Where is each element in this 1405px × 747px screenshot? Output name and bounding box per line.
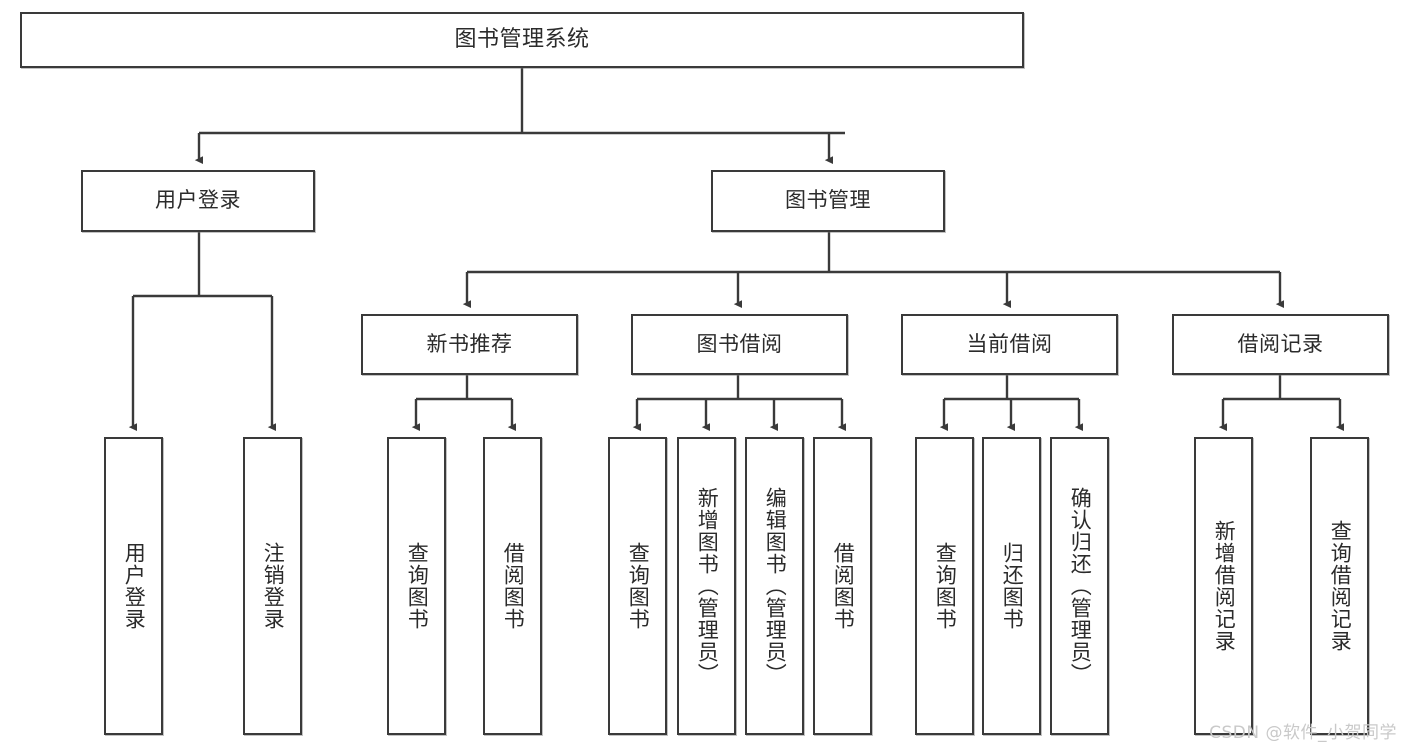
node-leaf-currentborrow-return-book[interactable]: 归还图书	[982, 437, 1041, 735]
node-leaf-newbook-borrow-book[interactable]: 借阅图书	[483, 437, 542, 735]
csdn-watermark: CSDN @软件_小贺同学	[1209, 723, 1397, 743]
node-leaf-borrowrecord-search-record[interactable]: 查询借阅记录	[1310, 437, 1369, 735]
node-leaf-user-login[interactable]: 用户登录	[104, 437, 163, 735]
node-label: 注销登录	[261, 542, 286, 630]
node-current-borrow[interactable]: 当前借阅	[901, 314, 1118, 375]
node-root-book-management-system[interactable]: 图书管理系统	[20, 12, 1024, 68]
node-label: 查询借阅记录	[1328, 520, 1353, 652]
node-new-book-recommend[interactable]: 新书推荐	[361, 314, 578, 375]
node-label: 新书推荐	[426, 331, 513, 356]
node-label: 借阅图书	[831, 542, 856, 630]
node-label: 新增借阅记录	[1212, 520, 1237, 652]
node-leaf-bookborrow-edit-book-admin[interactable]: 编辑图书（管理员）	[745, 437, 804, 735]
node-label: 确认归还（管理员）	[1068, 487, 1093, 685]
node-leaf-borrowrecord-add-record[interactable]: 新增借阅记录	[1194, 437, 1253, 735]
node-label: 借阅记录	[1237, 331, 1324, 356]
node-label: 图书管理	[785, 188, 871, 213]
node-book-borrow[interactable]: 图书借阅	[631, 314, 848, 375]
node-label: 图书管理系统	[454, 26, 590, 52]
node-leaf-logout[interactable]: 注销登录	[243, 437, 302, 735]
node-leaf-currentborrow-search-book[interactable]: 查询图书	[915, 437, 974, 735]
node-user-login[interactable]: 用户登录	[81, 170, 315, 232]
node-label: 用户登录	[155, 188, 241, 213]
node-label: 归还图书	[1000, 542, 1025, 630]
node-label: 编辑图书（管理员）	[763, 487, 788, 685]
node-leaf-bookborrow-borrow-book[interactable]: 借阅图书	[813, 437, 872, 735]
node-label: 当前借阅	[966, 331, 1053, 356]
node-label: 查询图书	[933, 542, 958, 630]
node-leaf-bookborrow-search-book[interactable]: 查询图书	[608, 437, 667, 735]
node-book-management[interactable]: 图书管理	[711, 170, 945, 232]
node-label: 查询图书	[626, 542, 651, 630]
node-label: 借阅图书	[501, 542, 526, 630]
node-label: 图书借阅	[696, 331, 783, 356]
node-label: 用户登录	[122, 542, 147, 630]
node-leaf-bookborrow-add-book-admin[interactable]: 新增图书（管理员）	[677, 437, 736, 735]
node-leaf-currentborrow-confirm-return-admin[interactable]: 确认归还（管理员）	[1050, 437, 1109, 735]
node-label: 新增图书（管理员）	[695, 487, 720, 685]
node-borrow-record[interactable]: 借阅记录	[1172, 314, 1389, 375]
node-label: 查询图书	[405, 542, 430, 630]
node-leaf-newbook-search-book[interactable]: 查询图书	[387, 437, 446, 735]
